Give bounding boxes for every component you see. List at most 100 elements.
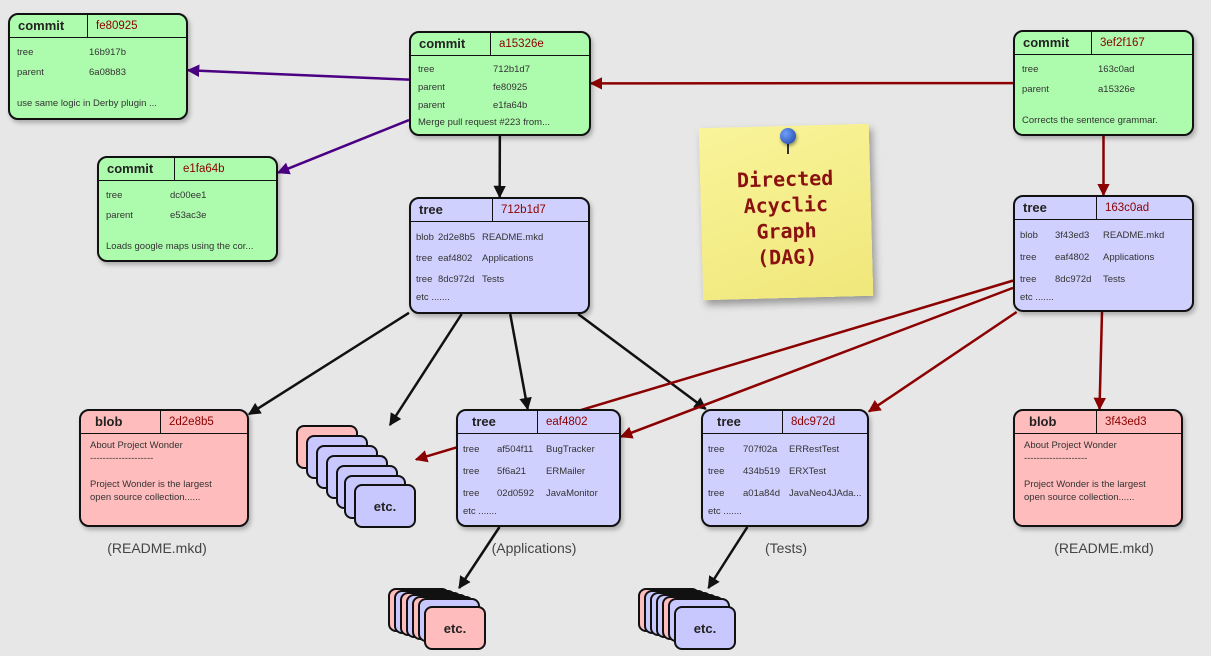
node-hash: a15326e <box>499 38 544 50</box>
row-type: tree <box>416 274 433 285</box>
row-label: parent <box>418 82 445 93</box>
note-line: (DAG) <box>756 244 818 270</box>
node-kind: tree <box>411 199 493 221</box>
tree-etc: etc ....... <box>463 506 497 517</box>
node-hash: 712b1d7 <box>501 204 546 216</box>
row-type: tree <box>463 488 480 499</box>
blob-content: About Project Wonder -------------------… <box>1024 440 1146 503</box>
stack-etc-label: etc. <box>354 484 416 528</box>
edge-t_712b1d7-to-b_2d2e8b5 <box>247 311 410 416</box>
tree-etc: etc ....... <box>708 506 742 517</box>
edge-t_eaf4802-to-stack_apps <box>458 526 501 590</box>
tree-etc: etc ....... <box>416 292 450 303</box>
row-label: tree <box>106 190 123 201</box>
row-value: 6a08b83 <box>89 67 126 78</box>
row-type: tree <box>463 466 480 477</box>
caption-applications: (Applications) <box>491 540 577 556</box>
row-value: fe80925 <box>493 82 528 93</box>
row-hash: 02d0592 <box>497 488 534 499</box>
edge-c_a15326e-to-c_e1fa64b <box>276 118 410 175</box>
object-stack-tests[interactable]: etc. <box>638 588 738 652</box>
row-type: tree <box>708 488 725 499</box>
node-hash: 163c0ad <box>1105 202 1150 214</box>
node-kind: tree <box>1015 197 1097 219</box>
node-hash: e1fa64b <box>183 163 225 175</box>
stack-etc-label: etc. <box>674 606 736 650</box>
row-type: tree <box>416 253 433 264</box>
row-label: tree <box>418 64 435 75</box>
row-name: BugTracker <box>546 444 595 455</box>
commit-message: Corrects the sentence grammar. <box>1022 115 1158 126</box>
row-value: 163c0ad <box>1098 64 1135 75</box>
row-type: tree <box>463 444 480 455</box>
row-hash: 2d2e8b5 <box>438 232 475 243</box>
row-label: parent <box>106 210 133 221</box>
blob-node-3f43ed3[interactable]: blob 3f43ed3 About Project Wonder -------… <box>1013 409 1183 527</box>
tree-node-eaf4802[interactable]: tree eaf4802 tree af504f11 BugTracker tree 5… <box>456 409 621 527</box>
object-stack-applications[interactable]: etc. <box>388 588 488 652</box>
node-kind: blob <box>81 411 161 433</box>
row-hash: 8dc972d <box>438 274 475 285</box>
node-kind: commit <box>99 158 175 180</box>
row-value: a15326e <box>1098 84 1135 95</box>
node-hash: 3f43ed3 <box>1105 416 1147 428</box>
row-label: tree <box>17 47 34 58</box>
row-label: tree <box>1022 64 1039 75</box>
row-value: 16b917b <box>89 47 126 58</box>
row-name: README.mkd <box>1103 230 1165 241</box>
node-kind: blob <box>1015 411 1097 433</box>
row-value: e1fa64b <box>493 100 528 111</box>
row-hash: eaf4802 <box>438 253 473 264</box>
row-hash: a01a84d <box>743 488 780 499</box>
row-hash: 434b519 <box>743 466 780 477</box>
row-hash: 5f6a21 <box>497 466 527 477</box>
row-name: README.mkd <box>482 232 544 243</box>
row-name: ERXTest <box>789 466 826 477</box>
row-hash: af504f11 <box>497 444 534 455</box>
row-hash: 707f02a <box>743 444 778 455</box>
row-type: tree <box>1020 274 1037 285</box>
caption-readme-left: (README.mkd) <box>107 540 207 556</box>
node-kind: commit <box>10 15 88 37</box>
node-hash: 3ef2f167 <box>1100 37 1145 49</box>
edge-t_712b1d7-to-t_eaf4802 <box>509 313 532 411</box>
node-kind: tree <box>458 411 538 433</box>
commit-message: use same logic in Derby plugin ... <box>17 98 157 109</box>
row-label: parent <box>418 100 445 111</box>
edge-t_712b1d7-to-t_8dc972d <box>577 312 707 411</box>
blob-content: About Project Wonder -------------------… <box>90 440 212 503</box>
edge-t_163c0ad-to-b_3f43ed3 <box>1093 311 1107 411</box>
node-kind: commit <box>411 33 491 55</box>
edge-t_8dc972d-to-stack_tests <box>707 526 749 590</box>
node-hash: eaf4802 <box>546 416 588 428</box>
caption-tests: (Tests) <box>765 540 807 556</box>
object-stack-middle[interactable]: etc. <box>296 425 416 530</box>
pushpin-needle <box>787 142 789 154</box>
row-type: tree <box>708 466 725 477</box>
row-value: 712b1d7 <box>493 64 530 75</box>
edge-t_712b1d7-to-stack_mid <box>388 313 463 427</box>
node-hash: fe80925 <box>96 20 138 32</box>
edge-t_163c0ad-to-t_eaf4802 <box>619 286 1014 439</box>
caption-readme-right: (README.mkd) <box>1054 540 1154 556</box>
row-name: ERRestTest <box>789 444 840 455</box>
row-type: blob <box>416 232 434 243</box>
row-name: Applications <box>1103 252 1155 263</box>
row-label: parent <box>17 67 44 78</box>
row-name: ERMailer <box>546 466 586 477</box>
commit-message: Merge pull request #223 from... <box>418 117 551 128</box>
edge-t_163c0ad-to-t_8dc972d <box>867 310 1018 413</box>
tree-etc: etc ....... <box>1020 292 1054 303</box>
row-hash: 8dc972d <box>1055 274 1092 285</box>
node-hash: 8dc972d <box>791 416 836 428</box>
row-value: dc00ee1 <box>170 190 207 201</box>
row-hash: eaf4802 <box>1055 252 1090 263</box>
